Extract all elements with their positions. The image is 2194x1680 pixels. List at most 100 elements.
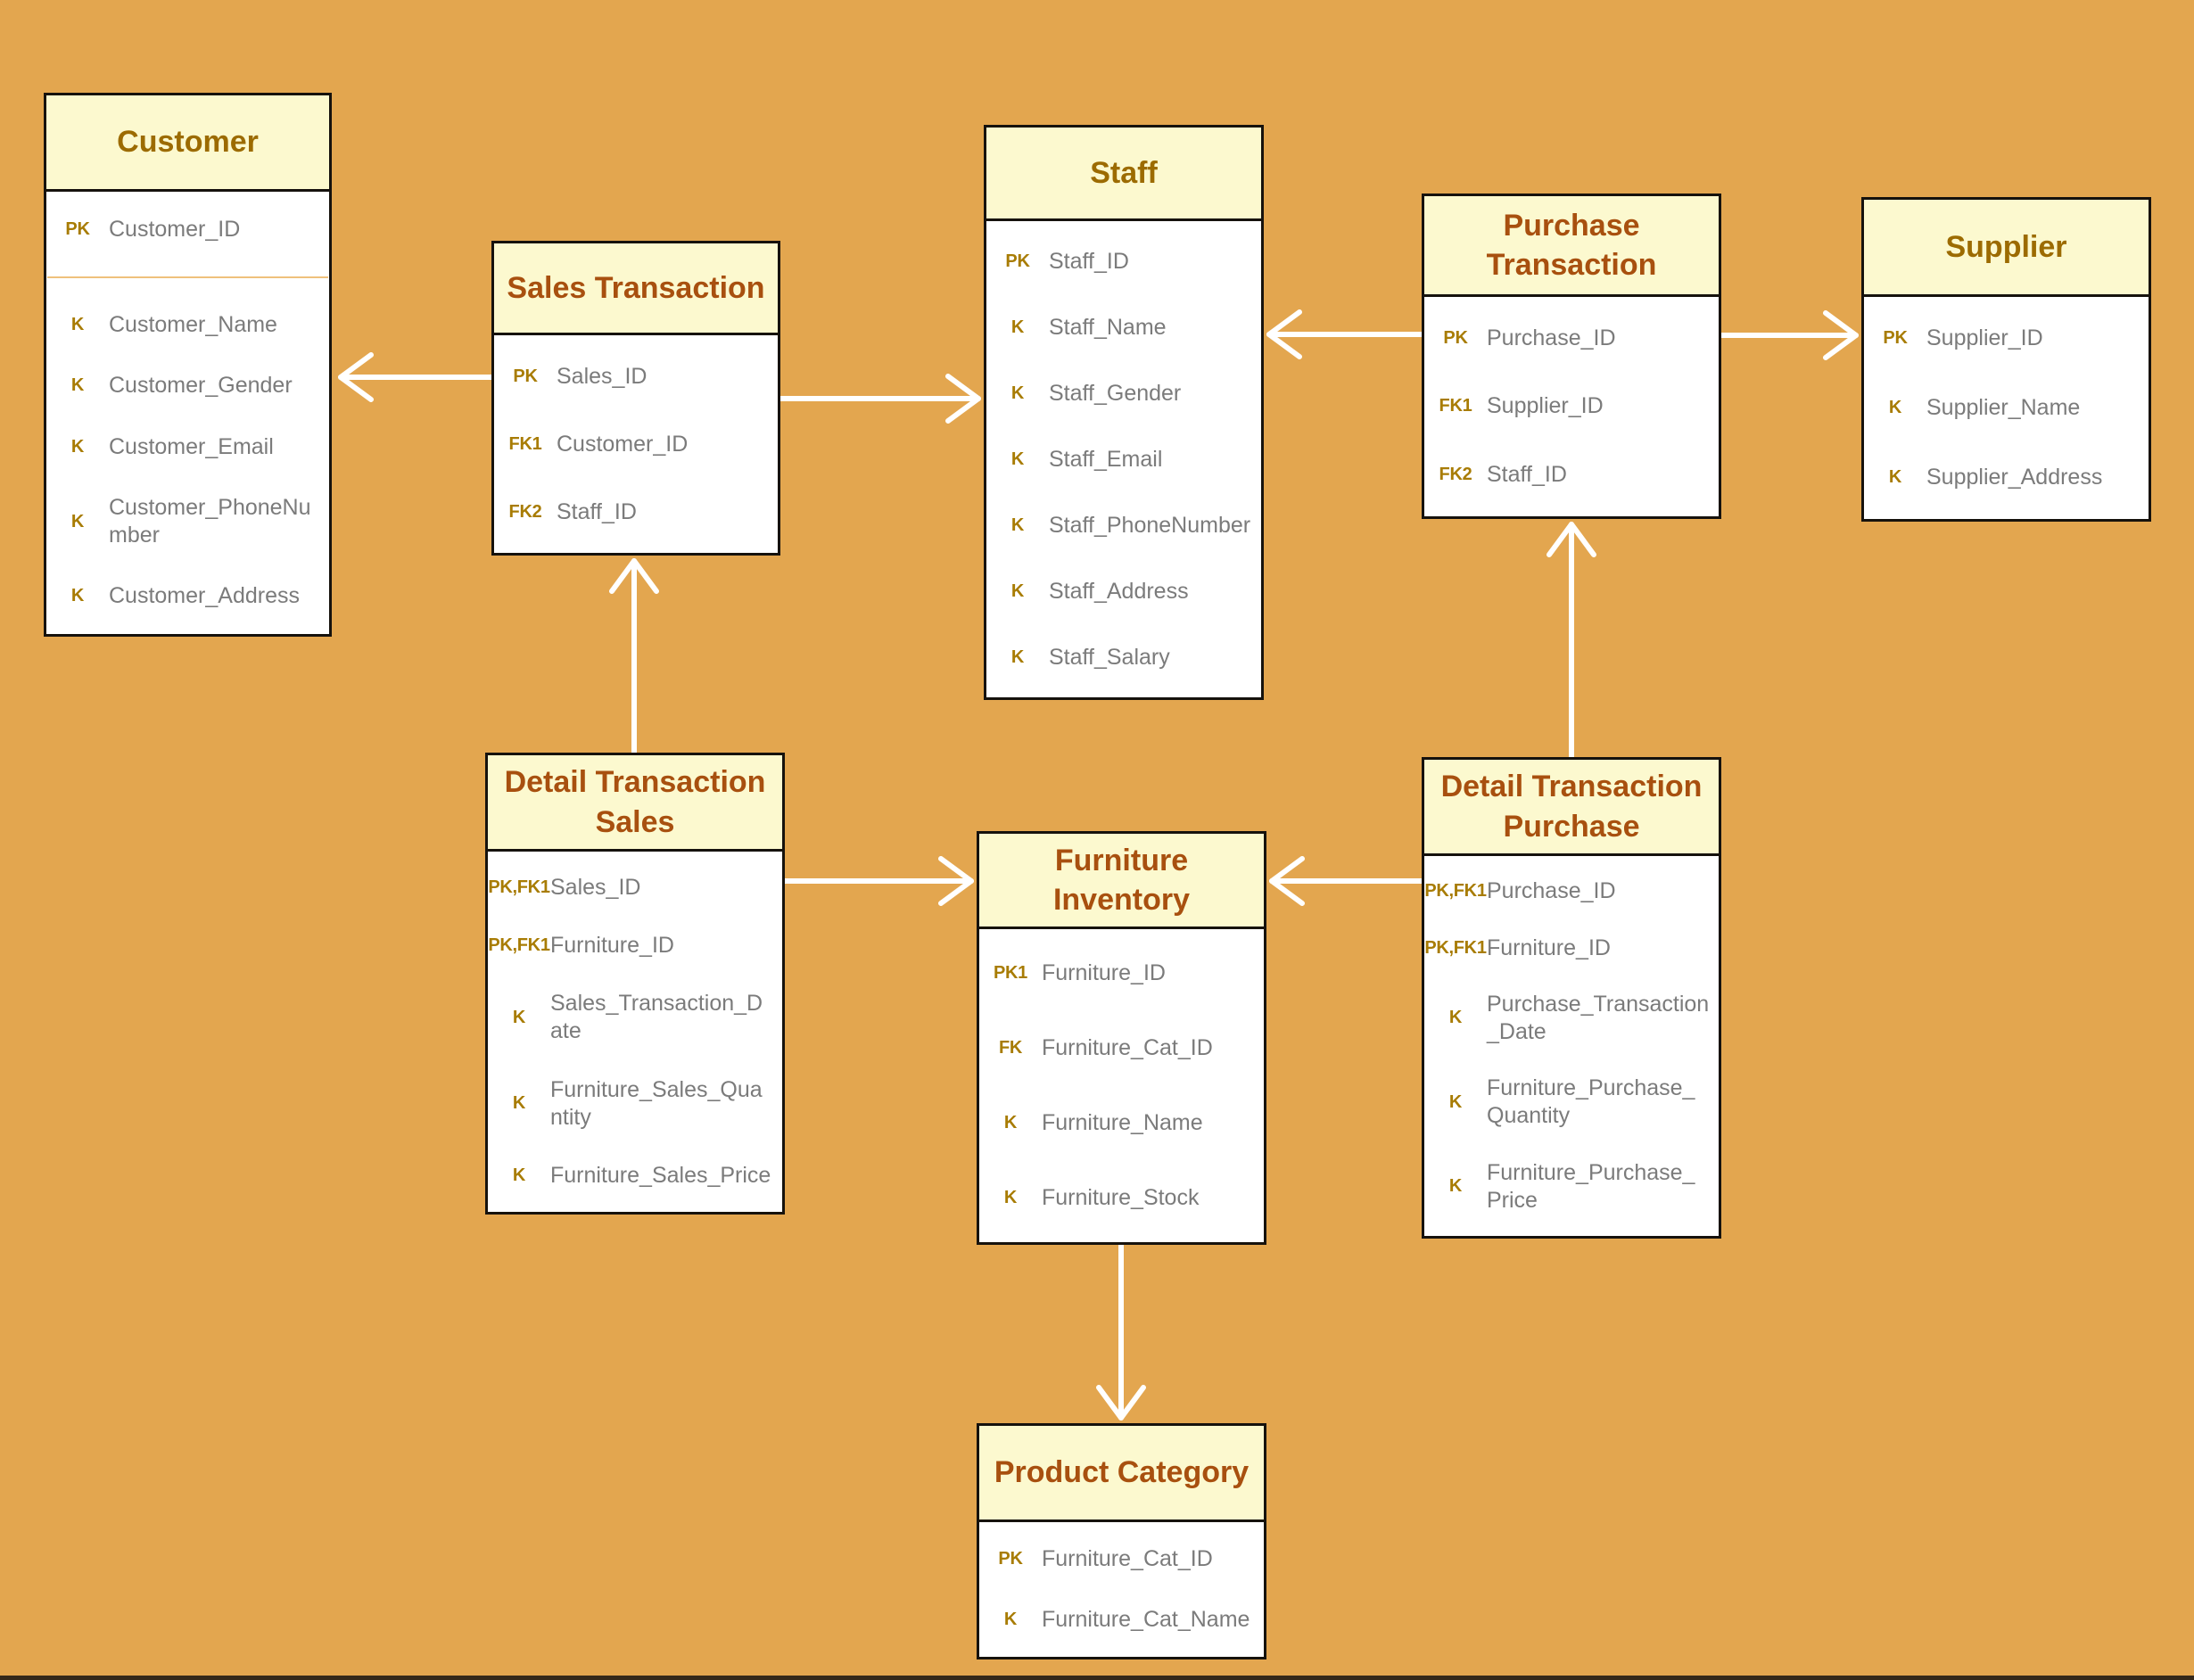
key-label: PK,FK1	[488, 935, 550, 956]
field-name: Furniture_Cat_Name	[1042, 1606, 1250, 1632]
arrow-detail-purchase-to-purchase[interactable]	[1547, 522, 1596, 760]
key-label: K	[1448, 1008, 1463, 1028]
key-label: K	[70, 375, 85, 396]
key-label: K	[1010, 515, 1025, 535]
field-name: Customer_Address	[109, 583, 300, 609]
field-name: Furniture_Cat_ID	[1042, 1546, 1213, 1572]
arrow-sales-to-staff[interactable]	[778, 374, 981, 424]
row-divider	[47, 276, 328, 278]
field-name: Furniture_Purchase_Price	[1487, 1159, 1695, 1213]
arrow-purchase-to-staff[interactable]	[1266, 309, 1424, 359]
key-label: PK,FK1	[1424, 937, 1487, 958]
key-label: K	[1003, 1112, 1018, 1132]
key-label: K	[1010, 646, 1025, 667]
key-label: K	[70, 315, 85, 335]
field-name: Supplier_Address	[1926, 464, 2103, 490]
arrow-sales-to-customer[interactable]	[338, 352, 494, 402]
field-name: Furniture_Stock	[1042, 1184, 1200, 1210]
field-name: Sales_Transaction_Date	[550, 991, 763, 1044]
key-label: FK2	[508, 501, 542, 522]
key-label: K	[1888, 466, 1902, 487]
key-label: K	[512, 1007, 526, 1027]
arrowhead-icon	[945, 374, 981, 424]
entity-title-text: Detail Transaction Purchase	[1440, 770, 1703, 844]
entity-title-text: Furniture Inventory	[1052, 843, 1191, 917]
entity-title-customer: Customer	[46, 95, 329, 192]
field-row-staff_id: FK2 Staff_ID	[494, 498, 778, 526]
field-name: Supplier_Name	[1926, 394, 2081, 420]
entity-title-staff: Staff	[986, 128, 1261, 221]
entity-title-text: Supplier	[1945, 229, 2067, 264]
field-name: Purchase_Transaction_Date	[1487, 991, 1710, 1044]
entity-title-purchase-transaction: Purchase Transaction	[1424, 196, 1719, 297]
arrowhead-icon	[609, 558, 659, 594]
key-label: K	[512, 1093, 526, 1114]
arrowhead-icon	[1096, 1385, 1146, 1421]
arrow-detail-sales-to-furniture[interactable]	[782, 856, 974, 906]
arrowhead-icon	[1269, 856, 1305, 906]
key-label: K	[1448, 1091, 1463, 1112]
arrow-detail-sales-to-sales[interactable]	[609, 558, 659, 755]
field-name: Supplier_ID	[1487, 393, 1604, 419]
arrow-purchase-to-supplier[interactable]	[1719, 310, 1859, 360]
key-label: K	[512, 1165, 526, 1185]
field-name: Staff_PhoneNumber	[1049, 512, 1251, 538]
field-name: Customer_Email	[109, 433, 274, 459]
arrow-detail-purchase-to-furniture[interactable]	[1269, 856, 1424, 906]
field-name: Staff_ID	[1049, 248, 1129, 274]
key-label: PK	[513, 366, 538, 386]
field-name: Staff_Address	[1049, 578, 1189, 604]
key-label: K	[1010, 317, 1025, 337]
field-name: Purchase_ID	[1487, 325, 1616, 350]
arrow-furniture-to-category[interactable]	[1096, 1242, 1146, 1421]
entity-title-detail-transaction-sales: Detail Transaction Sales	[488, 755, 782, 852]
entity-title-text: Purchase Transaction	[1486, 208, 1657, 282]
field-row-sales_id: PK Sales_ID	[494, 363, 778, 391]
entity-title-text: Product Category	[994, 1455, 1250, 1490]
key-label: PK1	[993, 963, 1027, 984]
field-name: Staff_ID	[557, 498, 637, 524]
field-name: Staff_Name	[1049, 314, 1167, 340]
field-name: Staff_Gender	[1049, 380, 1182, 406]
field-name: Sales_ID	[557, 363, 647, 389]
entity-title-text: Detail Transaction Sales	[504, 765, 766, 839]
key-label: PK	[1443, 327, 1468, 348]
key-label: K	[70, 511, 85, 531]
field-name: Purchase_ID	[1487, 878, 1616, 904]
arrowhead-icon	[938, 856, 974, 906]
key-label: K	[1003, 1187, 1018, 1207]
field-name: Furniture_ID	[1487, 935, 1611, 960]
entity-title-text: Sales Transaction	[507, 270, 765, 305]
field-name: Furniture_ID	[550, 933, 674, 959]
